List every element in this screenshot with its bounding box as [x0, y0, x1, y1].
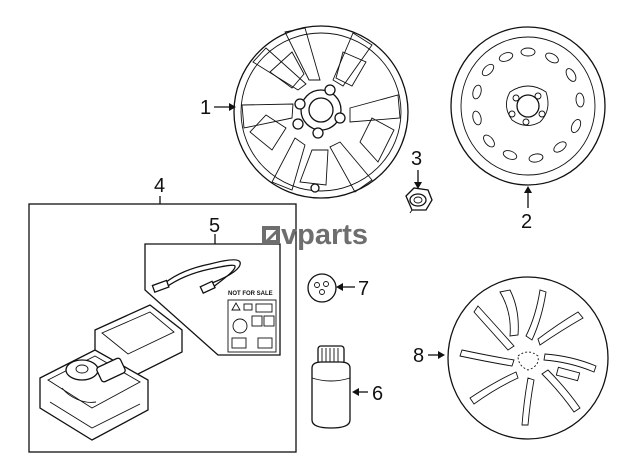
callout-5: 5	[209, 215, 220, 237]
sealant-bottle[interactable]	[311, 345, 351, 429]
callout-5-number: 5	[209, 215, 220, 237]
callout-8: 8	[413, 345, 445, 367]
compressor-case[interactable]	[39, 304, 183, 441]
arrow-logo-icon	[262, 226, 280, 244]
lug-nut[interactable]	[405, 187, 433, 214]
alloy-wheel[interactable]	[233, 25, 409, 199]
watermark-logo: vparts	[262, 219, 368, 251]
callout-7-number: 7	[358, 278, 369, 300]
callout-8-number: 8	[413, 345, 424, 367]
tire-mobility-kit-frame	[28, 196, 297, 453]
valve-cap[interactable]	[307, 273, 337, 303]
callout-7: 7	[336, 278, 369, 300]
callout-4-number: 4	[154, 175, 165, 197]
callout-2-number: 2	[521, 211, 532, 233]
callout-6-number: 6	[372, 383, 383, 405]
watermark-text: vparts	[281, 219, 368, 251]
steel-wheel[interactable]	[450, 26, 606, 186]
callout-3-number: 3	[411, 148, 422, 170]
callout-6: 6	[352, 383, 383, 405]
air-hose[interactable]	[151, 259, 241, 295]
callout-2: 2	[521, 186, 532, 233]
callout-3: 3	[411, 148, 422, 189]
callout-1-number: 1	[200, 97, 211, 119]
callout-1: 1	[200, 97, 236, 119]
hose-kit-frame	[144, 234, 281, 356]
instruction-label: NOT FOR SALE	[227, 291, 277, 353]
callout-4: 4	[154, 175, 165, 197]
not-for-sale-text: NOT FOR SALE	[228, 291, 273, 297]
wheel-cover[interactable]	[447, 276, 609, 440]
